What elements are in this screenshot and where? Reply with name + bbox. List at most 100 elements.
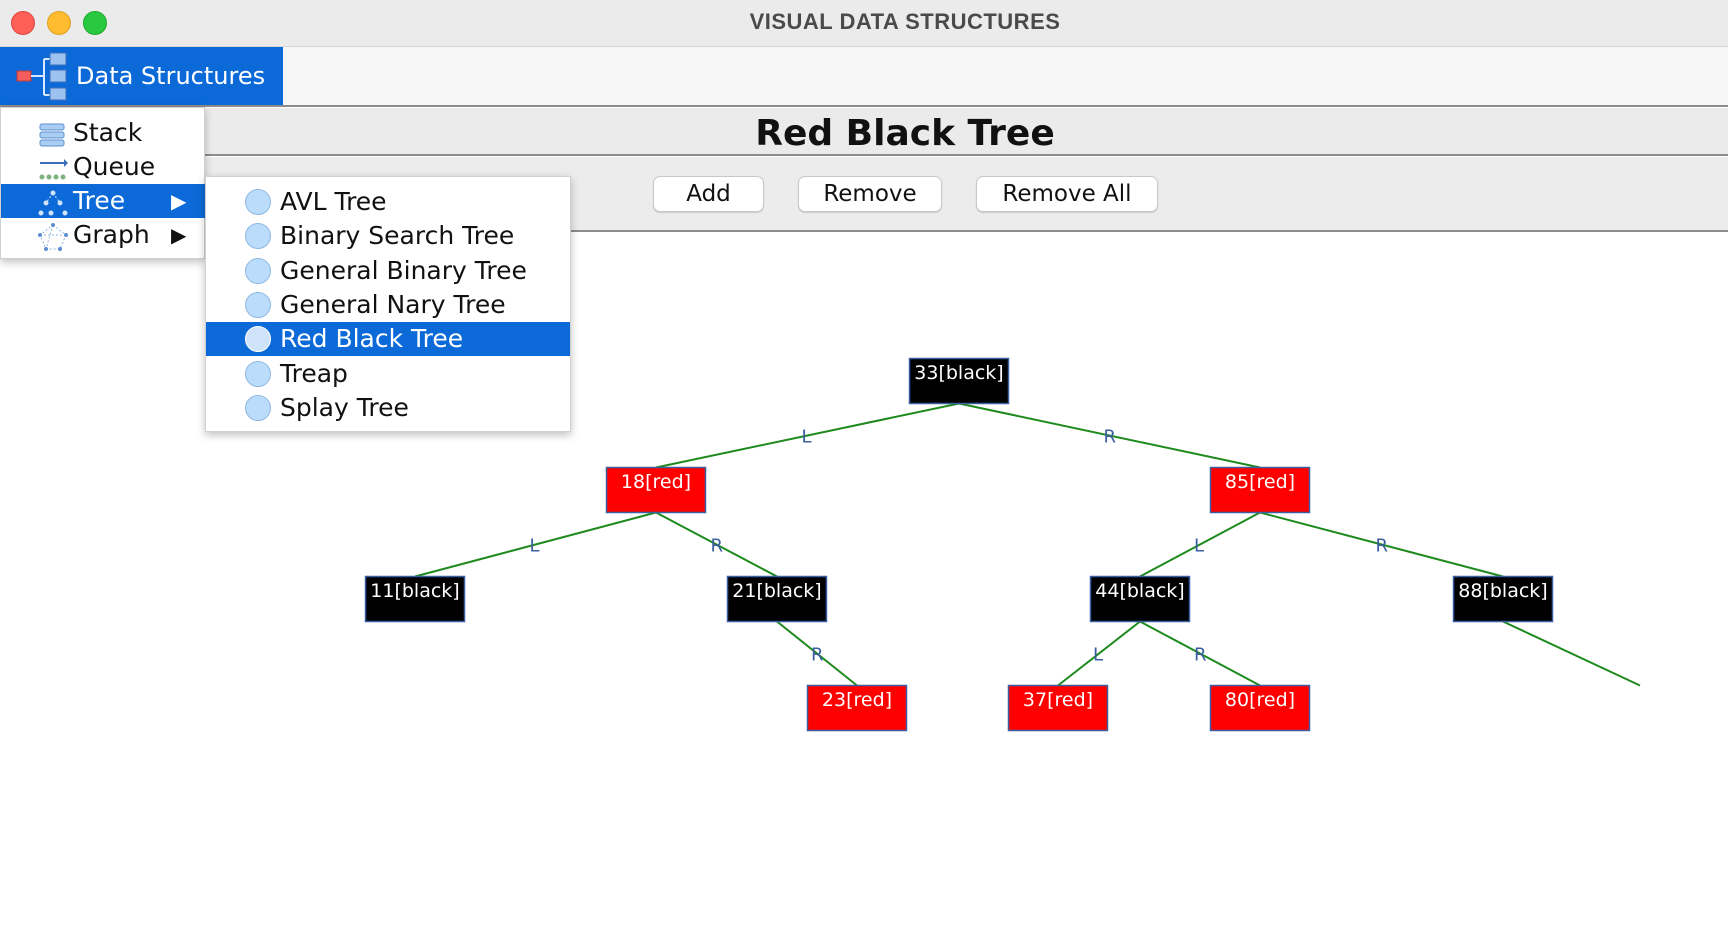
tree-edge [1502,620,1641,687]
tree-node-label: 33[black] [914,362,1003,384]
tree-edge [1057,620,1141,687]
edge-label: R [1194,645,1207,666]
submenu-arrow-icon: ▶ [171,189,187,213]
radio-icon [245,292,271,318]
tree-node-37[interactable]: 37[red] [1007,684,1109,732]
tree-node-33[interactable]: 33[black] [908,357,1010,405]
menu-item-tree-label: Tree [73,186,126,215]
edge-label: L [1194,536,1204,557]
menu-item-queue-label: Queue [73,152,156,181]
maximize-window-button[interactable] [83,11,107,35]
radio-icon [245,395,271,421]
tree-icon [38,190,68,216]
queue-icon [39,159,68,180]
tree-node-box [806,684,908,732]
submenu-arrow-icon: ▶ [171,223,187,247]
close-window-button[interactable] [11,11,35,35]
radio-icon [245,361,271,387]
submenu-item-label: Binary Search Tree [280,221,515,250]
tree-node-label: 85[red] [1225,471,1295,493]
data-structures-menu[interactable]: Data Structures [0,47,283,105]
tree-node-11[interactable]: 11[black] [364,575,466,623]
submenu-item-label: Red Black Tree [280,324,464,353]
window-titlebar: VISUAL DATA STRUCTURES [0,0,1728,47]
edge-label: L [1093,645,1103,666]
radio-icon [245,326,271,352]
minimize-window-button[interactable] [47,11,71,35]
radio-icon [245,258,271,284]
remove-all-button[interactable]: Remove All [976,176,1158,212]
menu-item-queue[interactable]: Queue [1,150,206,184]
submenu-item-red-black-tree[interactable]: Red Black Tree [206,322,570,356]
tree-edge [414,511,657,578]
submenu-item-label: General Binary Tree [280,256,527,285]
tree-node-box [726,575,828,623]
edge-label: L [530,536,540,557]
tree-node-label: 18[red] [621,471,691,493]
submenu-item-general-binary-tree[interactable]: General Binary Tree [206,254,570,288]
tree-node-label: 11[black] [370,580,459,602]
tree-node-44[interactable]: 44[black] [1089,575,1191,623]
submenu-item-label: Treap [280,359,348,388]
submenu-item-avl-tree[interactable]: AVL Tree [206,185,570,219]
tree-node-box [1452,575,1554,623]
tree-node-label: 88[black] [1458,580,1547,602]
tree-node-23[interactable]: 23[red] [806,684,908,732]
graph-icon [38,223,68,251]
tree-edge [958,402,1261,469]
menu-bar [0,47,1728,107]
data-structures-menu-label: Data Structures [76,62,266,90]
tree-submenu: AVL Tree Binary Search Tree General Bina… [205,176,571,432]
menu-item-graph-label: Graph [73,220,150,249]
submenu-item-treap[interactable]: Treap [206,357,570,391]
tree-node-18[interactable]: 18[red] [605,466,707,514]
tree-node-box [908,357,1010,405]
window-title: VISUAL DATA STRUCTURES [749,9,1061,34]
edge-label: L [802,427,812,448]
tree-edge [655,511,778,578]
radio-icon [245,223,271,249]
data-structures-dropdown: Stack Queue Tree ▶ [0,107,206,259]
radio-icon [245,189,271,215]
submenu-item-label: General Nary Tree [280,290,506,319]
edge-label: R [711,536,724,557]
tree-node-box [364,575,466,623]
submenu-item-binary-search-tree[interactable]: Binary Search Tree [206,219,570,253]
tree-node-label: 21[black] [732,580,821,602]
title-panel [205,108,1728,156]
tree-node-label: 23[red] [822,689,892,711]
submenu-item-splay-tree[interactable]: Splay Tree [206,391,570,425]
tree-node-box [1209,684,1311,732]
menu-item-stack[interactable]: Stack [1,116,206,150]
edge-label: R [1104,427,1117,448]
tree-node-label: 37[red] [1023,689,1093,711]
tree-node-88[interactable]: 88[black] [1452,575,1554,623]
submenu-item-label: Splay Tree [280,393,409,422]
tree-edge [776,620,858,687]
tree-diagram: L R L R R L R L R 33[black] 18[red] 85[red] 11[black… [364,357,1641,732]
edge-label: R [811,645,824,666]
add-button[interactable]: Add [653,176,764,212]
remove-button[interactable]: Remove [798,176,942,212]
tree-node-box [605,466,707,514]
tree-node-box [1089,575,1191,623]
tree-node-label: 80[red] [1225,689,1295,711]
page-title: Red Black Tree [755,113,1055,154]
stack-icon [39,123,65,147]
menu-item-graph[interactable]: Graph ▶ [1,218,206,252]
menu-item-tree[interactable]: Tree ▶ [1,184,206,218]
tree-node-21[interactable]: 21[black] [726,575,828,623]
tree-node-box [1007,684,1109,732]
menu-item-stack-label: Stack [73,118,143,147]
tree-edge [1139,620,1261,687]
tree-canvas: L R L R R L R L R 33[black] 18[red] 85[red] 11[black… [0,232,1728,926]
tree-node-85[interactable]: 85[red] [1209,466,1311,514]
submenu-item-general-nary-tree[interactable]: General Nary Tree [206,288,570,322]
edge-label: R [1376,536,1389,557]
data-structures-icon [16,52,67,101]
tree-node-label: 44[black] [1095,580,1184,602]
tree-edge [1259,511,1504,578]
tree-edge [1139,511,1261,578]
tree-node-80[interactable]: 80[red] [1209,684,1311,732]
submenu-item-label: AVL Tree [280,187,387,216]
